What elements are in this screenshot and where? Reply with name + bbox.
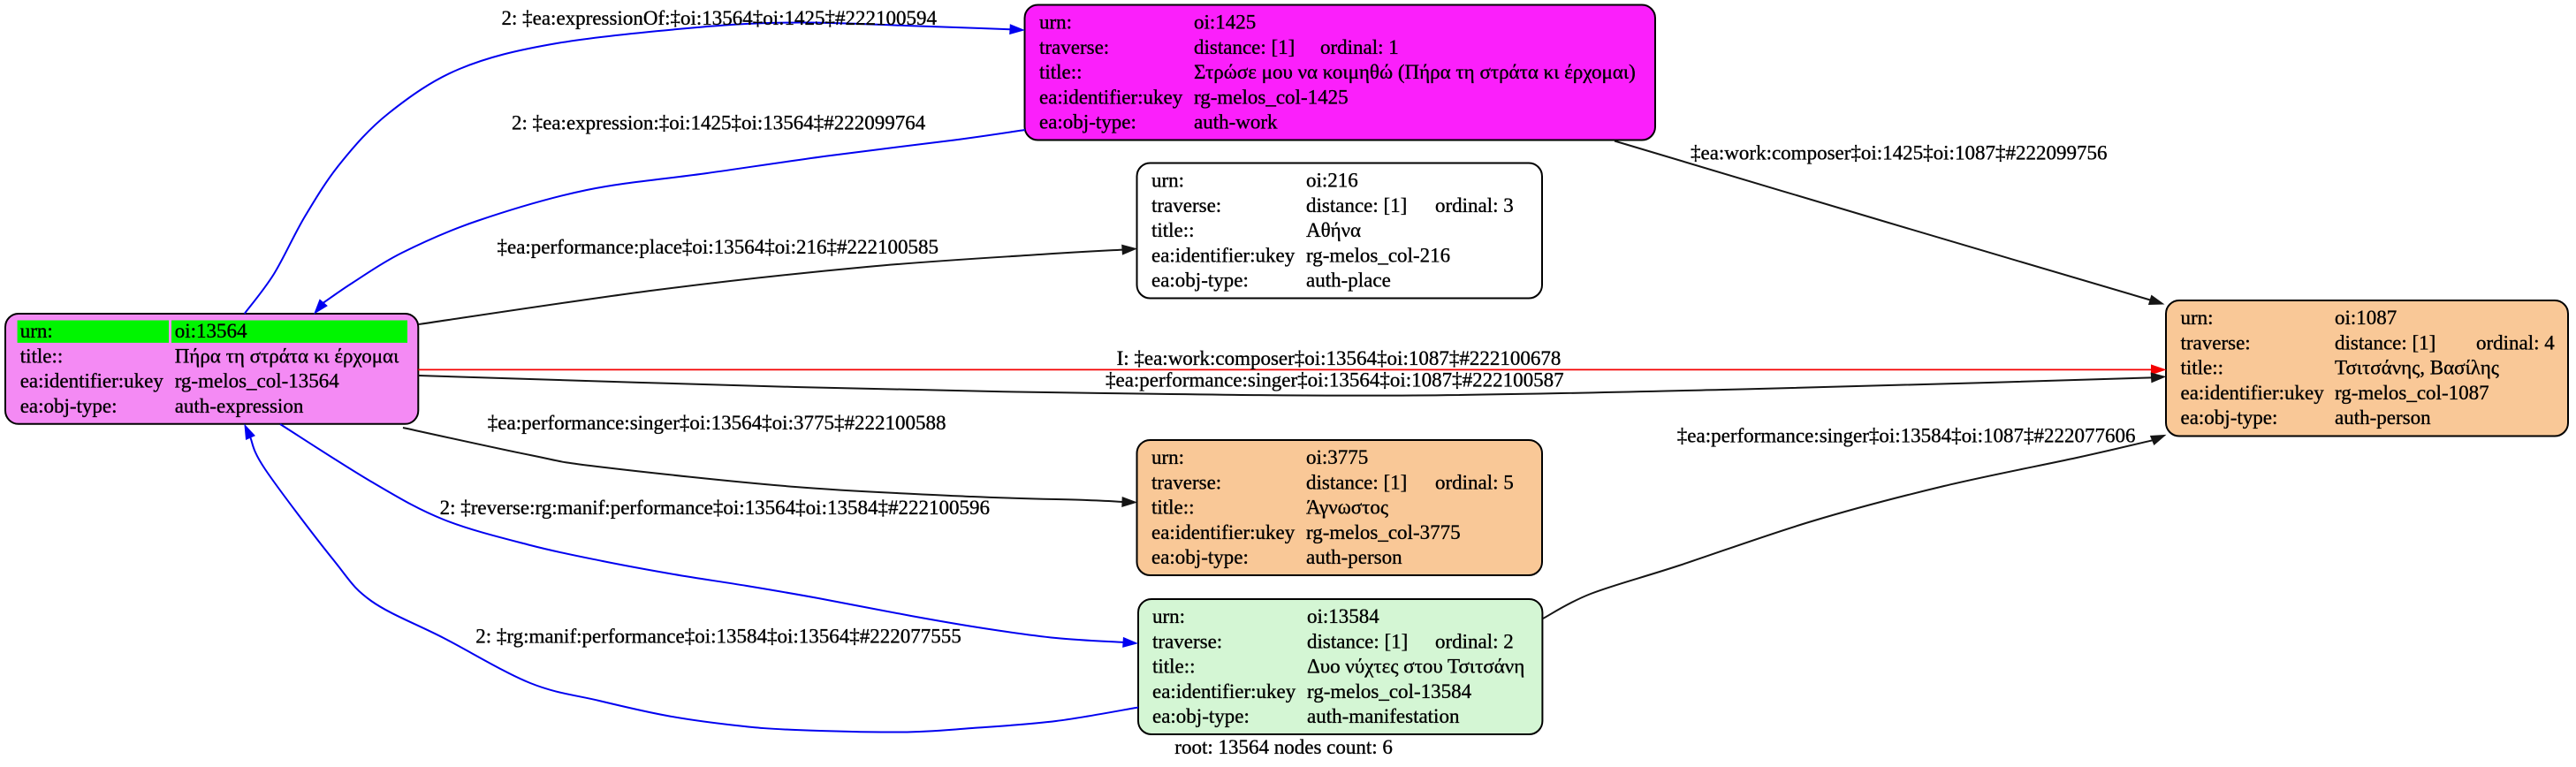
svg-text:ordinal: 3: ordinal: 3 bbox=[1435, 194, 1514, 216]
svg-text:distance: [1]: distance: [1] bbox=[1194, 36, 1295, 58]
svg-text:‡ea:performance:singer‡oi:1356: ‡ea:performance:singer‡oi:13564‡oi:3775‡… bbox=[488, 412, 946, 434]
svg-text:Άγνωστος: Άγνωστος bbox=[1306, 497, 1388, 519]
svg-text:title::: title:: bbox=[2181, 357, 2224, 379]
svg-text:oi:1425: oi:1425 bbox=[1194, 11, 1256, 34]
svg-text:ea:identifier:ukey: ea:identifier:ukey bbox=[1039, 86, 1183, 108]
svg-text:‡ea:performance:singer‡oi:1358: ‡ea:performance:singer‡oi:13584‡oi:1087‡… bbox=[1677, 425, 2136, 447]
svg-text:urn:: urn: bbox=[20, 320, 53, 342]
svg-text:ea:identifier:ukey: ea:identifier:ukey bbox=[20, 370, 164, 392]
svg-text:urn:: urn: bbox=[1151, 170, 1184, 192]
svg-text:ea:obj-type:: ea:obj-type: bbox=[1039, 111, 1136, 133]
svg-text:auth-person: auth-person bbox=[2335, 406, 2431, 429]
svg-text:oi:13564: oi:13564 bbox=[175, 320, 247, 342]
svg-text:ea:obj-type:: ea:obj-type: bbox=[1151, 270, 1249, 292]
svg-text:oi:1087: oi:1087 bbox=[2335, 307, 2397, 329]
svg-text:auth-work: auth-work bbox=[1194, 111, 1278, 133]
svg-text:traverse:: traverse: bbox=[1152, 630, 1222, 652]
svg-text:auth-manifestation: auth-manifestation bbox=[1307, 705, 1460, 727]
svg-text:Πήρα τη στράτα κι έρχομαι: Πήρα τη στράτα κι έρχομαι bbox=[175, 345, 399, 367]
svg-text:ea:obj-type:: ea:obj-type: bbox=[2181, 406, 2278, 429]
svg-text:2: ‡ea:expressionOf:‡oi:13564‡: 2: ‡ea:expressionOf:‡oi:13564‡oi:1425‡#2… bbox=[502, 7, 938, 29]
svg-text:Στρώσε μου να κοιμηθώ (Πήρα τη: Στρώσε μου να κοιμηθώ (Πήρα τη στράτα κι… bbox=[1194, 61, 1636, 83]
svg-text:ordinal: 4: ordinal: 4 bbox=[2476, 331, 2555, 353]
svg-text:‡ea:work:composer‡oi:1425‡oi:1: ‡ea:work:composer‡oi:1425‡oi:1087‡#22209… bbox=[1691, 141, 2107, 163]
svg-text:rg-melos_col-216: rg-melos_col-216 bbox=[1306, 244, 1450, 266]
svg-text:title::: title:: bbox=[20, 345, 64, 367]
svg-text:root: 13564 nodes count: 6: root: 13564 nodes count: 6 bbox=[1174, 736, 1393, 758]
svg-text:2: ‡ea:expression:‡oi:1425‡oi:: 2: ‡ea:expression:‡oi:1425‡oi:13564‡#222… bbox=[512, 112, 926, 134]
svg-text:oi:3775: oi:3775 bbox=[1306, 446, 1368, 468]
svg-text:I: ‡ea:work:composer‡oi:13564‡: I: ‡ea:work:composer‡oi:13564‡oi:1087‡#2… bbox=[1117, 347, 1562, 369]
svg-text:Δυο νύχτες στου Τσιτσάνη: Δυο νύχτες στου Τσιτσάνη bbox=[1307, 656, 1524, 678]
svg-text:urn:: urn: bbox=[1151, 446, 1184, 468]
svg-text:urn:: urn: bbox=[1039, 11, 1072, 34]
svg-text:2: ‡rg:manif:performance‡oi:13: 2: ‡rg:manif:performance‡oi:13584‡oi:135… bbox=[475, 625, 961, 647]
svg-text:distance: [1]: distance: [1] bbox=[1306, 471, 1407, 493]
svg-text:auth-place: auth-place bbox=[1306, 270, 1391, 292]
svg-text:traverse:: traverse: bbox=[1151, 471, 1221, 493]
svg-text:distance: [1]: distance: [1] bbox=[2335, 331, 2435, 353]
svg-text:ea:obj-type:: ea:obj-type: bbox=[1151, 546, 1249, 568]
svg-text:ea:obj-type:: ea:obj-type: bbox=[20, 395, 118, 417]
svg-text:distance: [1]: distance: [1] bbox=[1307, 630, 1408, 652]
svg-text:2: ‡reverse:rg:manif:performan: 2: ‡reverse:rg:manif:performance‡oi:1356… bbox=[440, 497, 990, 519]
svg-text:ea:identifier:ukey: ea:identifier:ukey bbox=[2181, 382, 2325, 404]
svg-text:distance: [1]: distance: [1] bbox=[1306, 194, 1407, 216]
svg-text:ordinal: 2: ordinal: 2 bbox=[1435, 630, 1514, 652]
svg-text:Αθήνα: Αθήνα bbox=[1306, 219, 1361, 241]
svg-text:Τσιτσάνης, Βασίλης: Τσιτσάνης, Βασίλης bbox=[2335, 357, 2499, 379]
svg-text:rg-melos_col-1087: rg-melos_col-1087 bbox=[2335, 382, 2489, 404]
svg-text:ordinal: 5: ordinal: 5 bbox=[1435, 471, 1514, 493]
svg-text:ea:identifier:ukey: ea:identifier:ukey bbox=[1151, 244, 1296, 266]
svg-text:title::: title:: bbox=[1152, 656, 1196, 678]
svg-text:traverse:: traverse: bbox=[1151, 194, 1221, 216]
svg-text:oi:216: oi:216 bbox=[1306, 170, 1358, 192]
svg-text:‡ea:performance:place‡oi:13564: ‡ea:performance:place‡oi:13564‡oi:216‡#2… bbox=[498, 236, 938, 258]
svg-text:rg-melos_col-13564: rg-melos_col-13564 bbox=[175, 370, 340, 392]
svg-text:ea:obj-type:: ea:obj-type: bbox=[1152, 705, 1250, 727]
svg-text:title::: title:: bbox=[1039, 61, 1083, 83]
svg-text:title::: title:: bbox=[1151, 219, 1195, 241]
svg-text:auth-expression: auth-expression bbox=[175, 395, 304, 417]
svg-text:rg-melos_col-3775: rg-melos_col-3775 bbox=[1306, 521, 1461, 543]
svg-text:title::: title:: bbox=[1151, 497, 1195, 519]
svg-text:traverse:: traverse: bbox=[1039, 36, 1109, 58]
svg-text:urn:: urn: bbox=[1152, 605, 1185, 627]
svg-text:oi:13584: oi:13584 bbox=[1307, 605, 1379, 627]
svg-text:ordinal: 1: ordinal: 1 bbox=[1320, 36, 1399, 58]
svg-text:ea:identifier:ukey: ea:identifier:ukey bbox=[1152, 680, 1296, 702]
svg-text:‡ea:performance:singer‡oi:1356: ‡ea:performance:singer‡oi:13564‡oi:1087‡… bbox=[1106, 369, 1564, 391]
svg-text:ea:identifier:ukey: ea:identifier:ukey bbox=[1151, 521, 1296, 543]
svg-text:auth-person: auth-person bbox=[1306, 546, 1402, 568]
svg-text:urn:: urn: bbox=[2181, 307, 2214, 329]
svg-text:traverse:: traverse: bbox=[2181, 331, 2251, 353]
svg-text:rg-melos_col-1425: rg-melos_col-1425 bbox=[1194, 86, 1349, 108]
svg-text:rg-melos_col-13584: rg-melos_col-13584 bbox=[1307, 680, 1472, 702]
